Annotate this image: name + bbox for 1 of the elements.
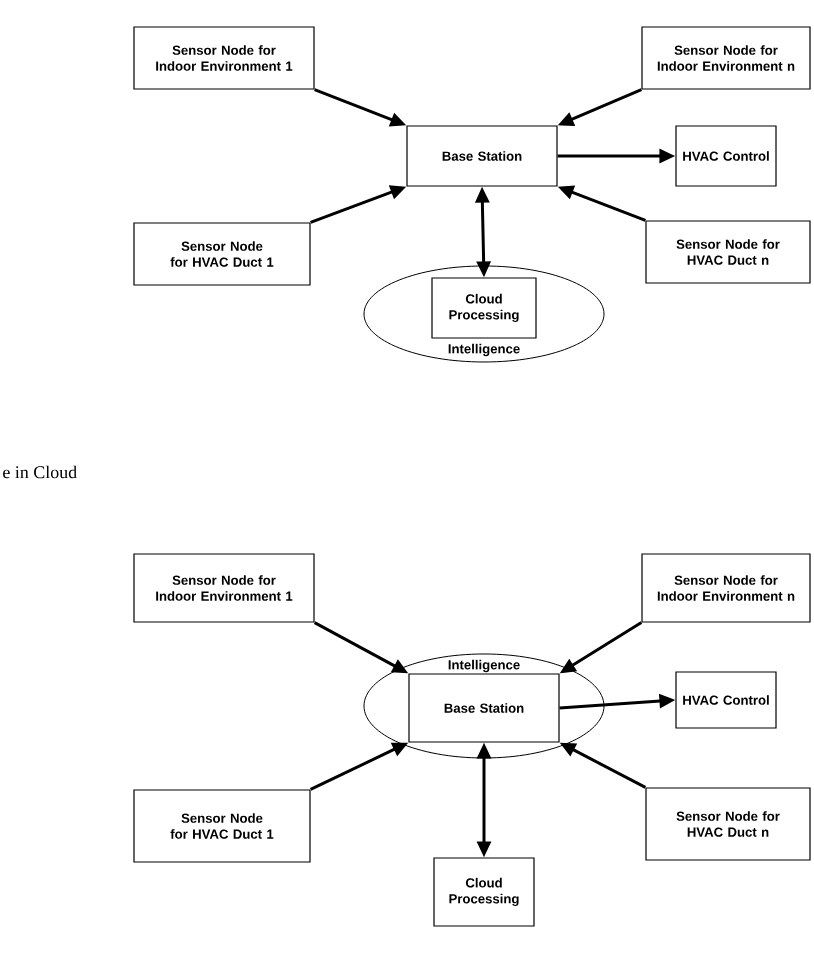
caption-text: e in Cloud: [3, 465, 77, 479]
